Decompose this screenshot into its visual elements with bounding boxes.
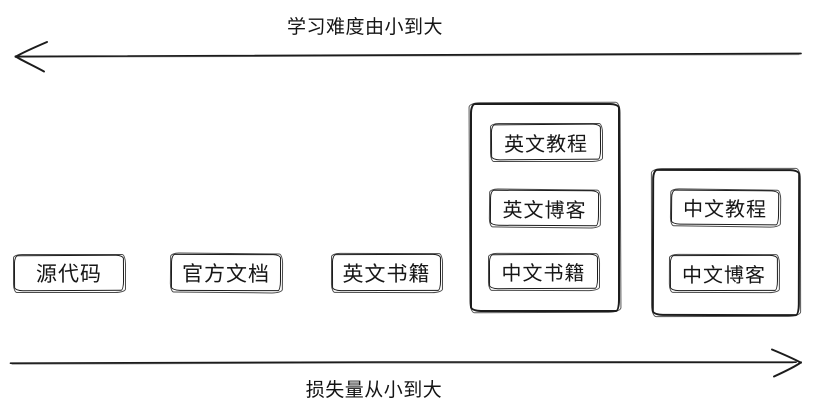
box-label: 源代码 xyxy=(35,261,103,287)
box-chinese-tutorials: 中文教程 xyxy=(670,189,780,226)
box-label: 英文博客 xyxy=(502,197,587,222)
loss-axis-label: 损失量从小到大 xyxy=(305,379,443,401)
box-label: 中文博客 xyxy=(681,262,766,287)
box-label: 中文书籍 xyxy=(501,260,586,286)
group-middle: 英文教程 英文博客 中文书籍 xyxy=(470,103,620,312)
arrowhead xyxy=(771,348,802,378)
arrow-line-sketch-pass xyxy=(19,54,800,58)
box-label: 英文教程 xyxy=(503,131,589,156)
box-english-tutorials: 英文教程 xyxy=(490,123,602,161)
box-english-books: 英文书籍 xyxy=(331,253,442,292)
loss-axis-arrow-right xyxy=(9,348,802,378)
arrow-line xyxy=(16,52,802,58)
arrowhead xyxy=(14,41,48,73)
arrow-line xyxy=(9,361,797,365)
difficulty-axis-label: 学习难度由小到大 xyxy=(286,16,443,38)
box-label: 英文书籍 xyxy=(342,261,431,286)
box-source-code: 源代码 xyxy=(13,254,125,292)
arrow-line-sketch-pass xyxy=(11,362,794,365)
box-label: 官方文档 xyxy=(181,261,271,286)
box-label: 中文教程 xyxy=(682,196,768,222)
box-chinese-blogs: 中文博客 xyxy=(669,254,778,292)
box-official-docs: 官方文档 xyxy=(170,253,282,292)
box-english-blogs: 英文博客 xyxy=(489,189,600,227)
difficulty-axis-arrow-left xyxy=(14,41,802,73)
group-right: 中文教程 中文博客 xyxy=(651,168,801,317)
box-chinese-books: 中文书籍 xyxy=(488,253,599,290)
